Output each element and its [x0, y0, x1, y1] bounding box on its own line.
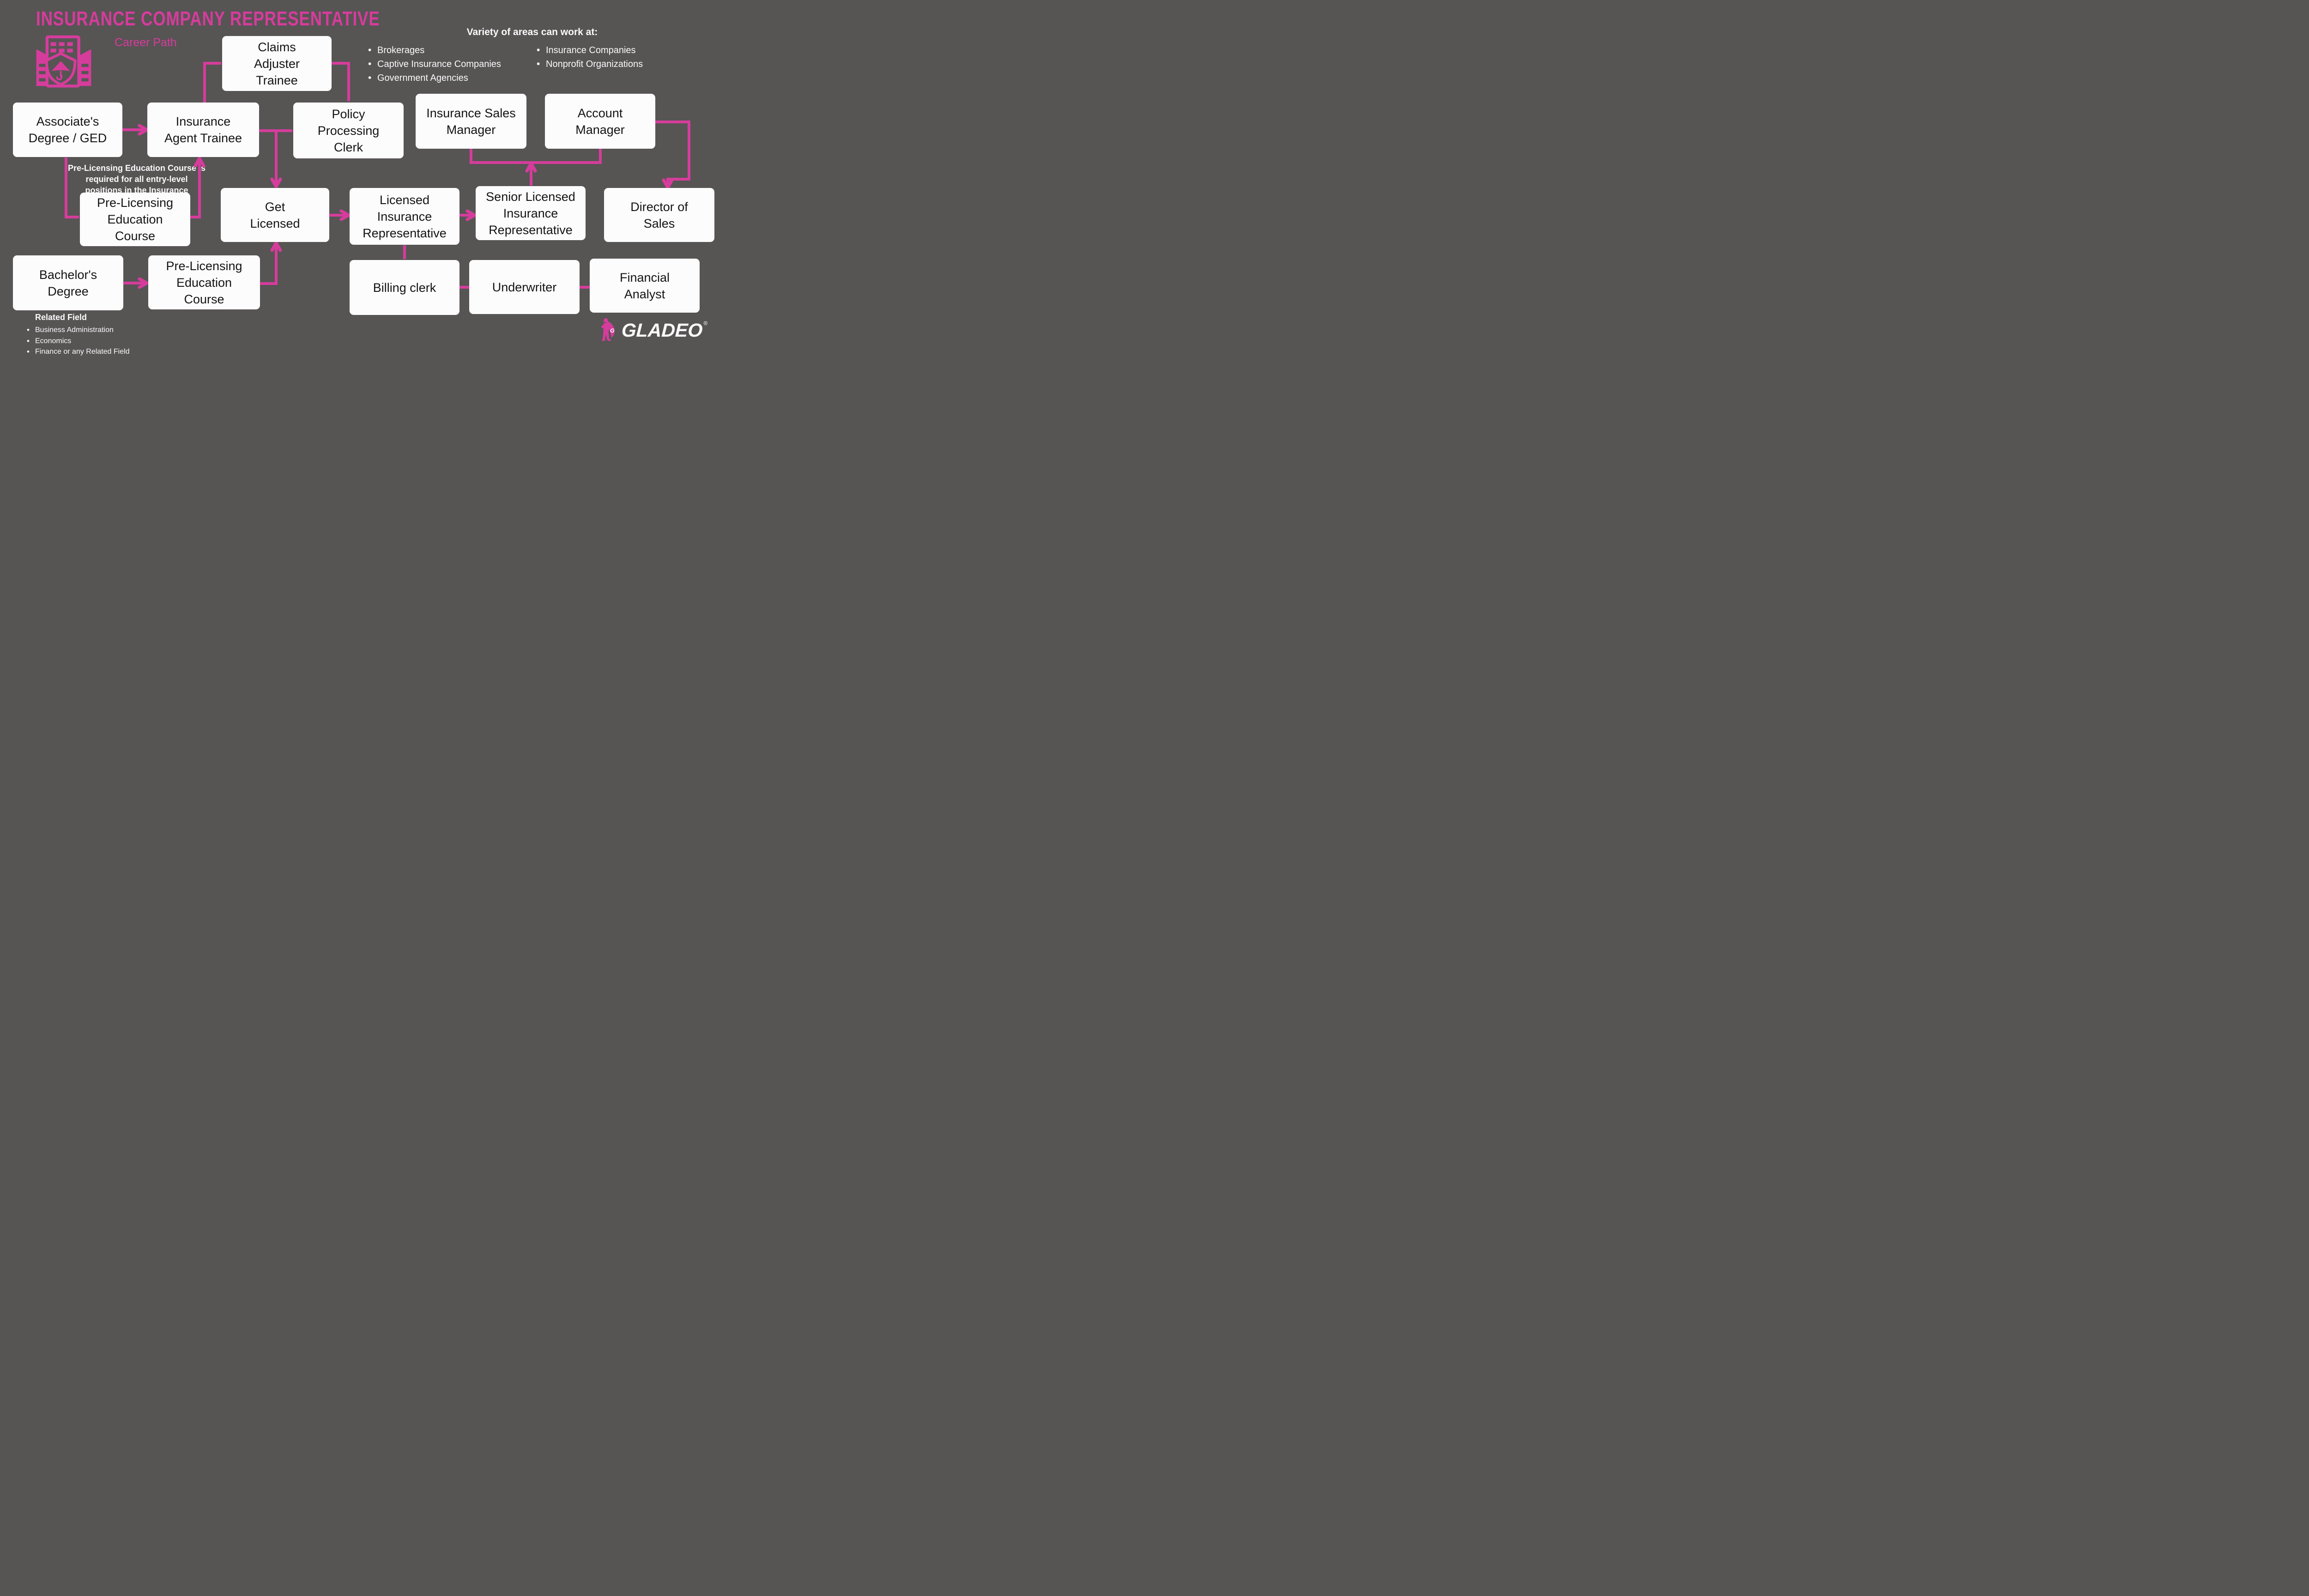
connector-prelicensing2-to-get-licensed: [260, 241, 282, 285]
node-label-line: Insurance Sales: [426, 106, 516, 120]
umbrella-icon: [51, 61, 70, 80]
node-label-line: Clerk: [333, 140, 363, 154]
node-label-line: Insurance: [377, 209, 432, 224]
node-label-line: Sales: [643, 216, 675, 230]
connector-managers-join-line: [470, 149, 602, 164]
node-label-line: Claims: [258, 40, 296, 54]
connector-prelicensing1-to-agent-trainee: [190, 157, 206, 218]
tower-windows: [50, 42, 73, 53]
node-director-of-sales: Director of Sales: [604, 188, 714, 242]
insurance-building-shield-umbrella-icon: [34, 26, 93, 97]
node-label-line: Licensed: [250, 216, 300, 230]
node-label-line: Insurance: [503, 206, 558, 220]
node-billing-clerk: Billing clerk: [350, 260, 459, 315]
node-label-line: Trainee: [256, 73, 298, 87]
connector-agent-trainee-to-claims: [203, 62, 221, 103]
list-item: Nonprofit Organizations: [536, 57, 643, 71]
node-label-line: Licensed: [379, 193, 430, 207]
gladeo-logo: G GLADEO ®: [598, 317, 707, 345]
svg-text:G: G: [610, 327, 615, 334]
flow-connectors: [65, 62, 690, 289]
building-icon-svg: [36, 35, 91, 88]
wing-window-slits: [39, 63, 89, 82]
connector-account-manager-to-director: [655, 121, 690, 189]
work-areas-list-column1: BrokeragesCaptive Insurance CompaniesGov…: [367, 43, 501, 85]
node-label-line: Financial: [619, 270, 670, 284]
node-label-line: Representative: [363, 226, 447, 240]
list-item: Government Agencies: [367, 71, 501, 85]
node-label-line: Pre-Licensing: [97, 196, 174, 210]
node-label-line: Insurance: [175, 115, 231, 128]
list-item: Captive Insurance Companies: [367, 57, 501, 71]
related-field-list: Business AdministrationEconomicsFinance …: [27, 325, 130, 357]
node-underwriter: Underwriter: [469, 260, 580, 314]
related-field-heading: Related Field: [35, 313, 87, 322]
node-label-line: Policy: [332, 107, 365, 121]
node-label-line: Agent Trainee: [164, 131, 242, 145]
node-label-line: Course: [184, 292, 224, 306]
work-areas-list-column2: Insurance CompaniesNonprofit Organizatio…: [536, 43, 643, 71]
node-label-line: Senior Licensed: [486, 189, 575, 204]
node-label-line: Degree: [48, 284, 89, 298]
node-label-line: Education: [107, 212, 163, 226]
node-label-line: Course: [115, 229, 156, 243]
node-label-line: Analyst: [624, 287, 665, 301]
node-label-line: Degree / GED: [28, 131, 107, 145]
node-label-line: Adjuster: [254, 56, 300, 71]
node-label-line: Billing clerk: [373, 280, 436, 295]
node-label-line: Get: [265, 200, 285, 214]
connector-associates-to-prelicensing1: [65, 157, 79, 218]
subtitle-career-path: Career Path: [115, 36, 177, 49]
registered-trademark-symbol: ®: [703, 320, 708, 326]
list-item: Finance or any Related Field: [27, 346, 130, 357]
node-label-line: Processing: [317, 123, 380, 138]
node-label-line: Bachelor's: [39, 267, 97, 282]
career-path-infographic: INSURANCE COMPANY REPRESENTATIVE Career …: [0, 0, 724, 362]
list-item: Brokerages: [367, 43, 501, 57]
node-label-line: Education: [176, 275, 232, 290]
gladeo-superhero-mascot-icon: G: [601, 318, 615, 341]
gladeo-logo-text: GLADEO: [621, 320, 703, 341]
node-label-line: Account: [577, 106, 623, 120]
node-label-line: Associate's: [36, 115, 99, 128]
node-label-line: Director of: [630, 200, 688, 214]
node-label-line: Underwriter: [492, 280, 557, 294]
list-item: Insurance Companies: [536, 43, 643, 57]
node-label-line: Manager: [446, 122, 496, 137]
node-label-line: Pre-Licensing: [166, 259, 242, 273]
list-item: Economics: [27, 336, 130, 347]
list-item: Business Administration: [27, 325, 130, 336]
node-label-line: Representative: [489, 223, 573, 237]
page-title: INSURANCE COMPANY REPRESENTATIVE: [36, 7, 380, 30]
node-label-line: Manager: [575, 122, 625, 137]
connector-claims-to-policy-clerk: [332, 62, 350, 101]
work-areas-heading: Variety of areas can work at:: [466, 27, 598, 37]
